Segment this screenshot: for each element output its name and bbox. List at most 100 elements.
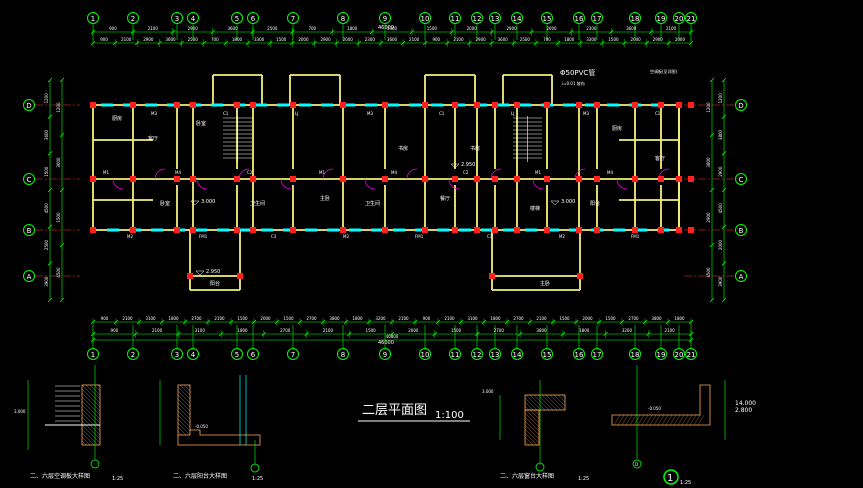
window-north — [255, 103, 267, 107]
door-swing — [322, 168, 334, 180]
door-window-tag: M4 — [175, 170, 181, 175]
detail3-wall-hatch — [524, 436, 534, 446]
structural-column — [190, 227, 196, 233]
dim-left-outer-tick — [47, 151, 53, 156]
dim-right-outer-value: 2900 — [718, 166, 723, 177]
dim-bottom-total-value: 46000 — [386, 334, 399, 339]
grid-label-top: 3 — [175, 15, 179, 23]
titles: 二层平面图 1:100 46000 46000 Φ50PVC管 i=0.01 坡… — [30, 25, 691, 486]
structural-column — [544, 227, 550, 233]
door-window-tag: M4 — [391, 170, 397, 175]
grid-label-bottom: 16 — [575, 351, 584, 359]
window-north — [321, 103, 333, 107]
door-window-tag: M1 — [535, 170, 541, 175]
plan-labels: 厨房客厅卧室卫生间阳台主卧书房餐厅楼梯厨房客厅卧室卫生间阳台主卧书房M1M2M3… — [103, 111, 665, 287]
grid-label-top: 21 — [687, 15, 696, 23]
structural-column — [130, 227, 136, 233]
level-mark-value: 2.950 — [206, 269, 220, 275]
dim-right-outer-value: 1200 — [718, 93, 723, 104]
window-north — [277, 103, 289, 107]
detail4-hatch — [693, 414, 701, 426]
drawing-title: 二层平面图 — [362, 403, 427, 418]
door-swing — [532, 178, 544, 190]
dim-top-inner-value: 2100 — [453, 37, 464, 42]
grid-bubble-bottom — [231, 348, 243, 360]
dim-right-outer-tick — [721, 77, 727, 83]
structural-column — [544, 176, 550, 182]
level-mark-value: 3.000 — [201, 199, 215, 205]
dim-top-inner-value: 2900 — [475, 37, 486, 42]
room-label: 阳台 — [210, 280, 220, 287]
detail3-sill-hatch — [561, 394, 566, 399]
detail2-wall-hatch — [177, 422, 191, 436]
window-north — [409, 103, 421, 107]
detail2-wall-hatch — [177, 430, 183, 436]
dim-right-outer-tick — [721, 297, 727, 303]
grid-bubble-top — [655, 12, 667, 24]
grid-bubble-bottom — [337, 348, 349, 360]
drawing-scale: 1:100 — [435, 410, 464, 421]
structural-column — [576, 102, 582, 108]
dim-bottom-inner-value: 2100 — [536, 316, 547, 321]
window-north — [453, 103, 465, 107]
window-south — [503, 228, 515, 232]
structural-column — [544, 102, 550, 108]
grid-bubble-left — [23, 224, 35, 236]
door-swing — [280, 178, 292, 190]
detail1-wall-hatch — [81, 416, 101, 436]
grid-bubble-bottom — [655, 348, 667, 360]
grid-label-bottom: 12 — [473, 351, 482, 359]
window-south — [371, 228, 383, 232]
door-window-tag: M2 — [127, 234, 133, 239]
door-swing — [658, 168, 670, 180]
detail1-wall-hatch — [81, 388, 101, 408]
dim-bottom-inner-value: 2000 — [260, 316, 271, 321]
structural-column — [422, 176, 428, 182]
dim-left-outer-tick — [47, 297, 53, 303]
detail4-level-top: 14.000 — [735, 400, 756, 407]
dim-bottom-inner-value: 3800 — [651, 316, 662, 321]
detail4-hatch — [641, 414, 649, 426]
grid-bubble-bottom — [247, 348, 259, 360]
dim-bottom-outer-value: 1500 — [366, 328, 377, 333]
door-swing — [154, 168, 166, 180]
room-label: 卧室 — [196, 120, 206, 127]
structural-column — [676, 227, 682, 233]
room-label: 厨房 — [612, 125, 622, 132]
structural-column — [452, 176, 458, 182]
grid-label-top: 17 — [593, 15, 602, 23]
structural-column — [594, 176, 600, 182]
grid-label-top: 4 — [191, 15, 196, 23]
detail3-sill-hatch — [553, 394, 566, 407]
dim-bottom-inner-value: 2700 — [306, 316, 317, 321]
structural-column — [474, 227, 480, 233]
detail3-sill-hatch — [537, 394, 554, 411]
grid-label-bottom: 20 — [675, 351, 684, 359]
grid-bubble-top — [673, 12, 685, 24]
detail4-hatch — [673, 414, 681, 426]
structural-column — [492, 227, 498, 233]
level-mark-symbol — [190, 200, 200, 206]
structural-column — [452, 102, 458, 108]
grid-bubble-bottom — [541, 348, 553, 360]
dim-right-inner-tick — [709, 297, 715, 303]
dim-top-outer-value: 2000 — [546, 26, 557, 31]
dim-right-outer-value: 3800 — [718, 129, 723, 140]
window-north — [563, 103, 575, 107]
grid-bubble-top — [471, 12, 483, 24]
dim-bottom-inner-value: 3100 — [145, 316, 156, 321]
grid-label-bottom: 7 — [291, 351, 295, 359]
structural-column — [576, 227, 582, 233]
structural-column — [234, 102, 240, 108]
door-window-tag: C1 — [439, 111, 445, 116]
dim-bottom-inner-value: 2700 — [628, 316, 639, 321]
window-north — [343, 103, 355, 107]
dim-left-outer-value: 3900 — [44, 276, 49, 287]
level-mark-value: 3.000 — [561, 199, 575, 205]
grid-bubble-bottom — [685, 348, 697, 360]
grid-label-right: A — [739, 273, 744, 281]
detail4-hatch — [697, 414, 705, 426]
detail3-sill-hatch — [549, 394, 566, 411]
dim-top-outer-value: 2900 — [188, 26, 199, 31]
detail1-title: 二、六层空调板大样图 — [30, 472, 90, 480]
